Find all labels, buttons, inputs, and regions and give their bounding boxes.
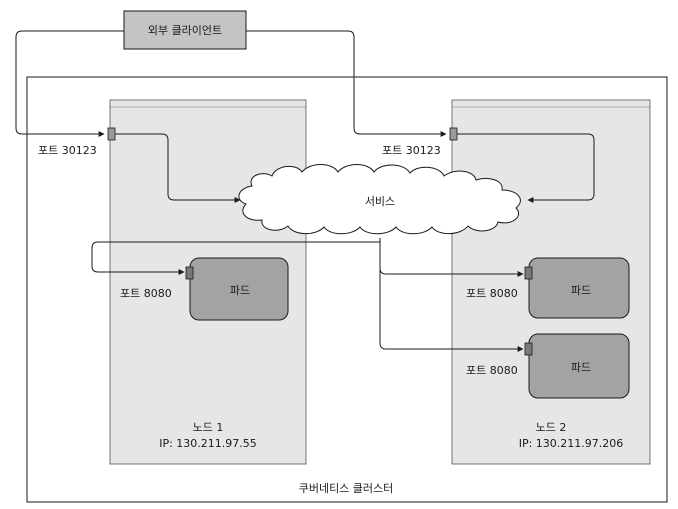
node-2-pod-b-port	[524, 342, 533, 356]
node-2-port-label: 포트 30123	[382, 144, 441, 157]
node-1-pod: 파드 포트 8080	[120, 257, 289, 321]
service-to-node1-pod-arrow	[91, 238, 381, 275]
node-2-pod-a-port	[524, 266, 533, 280]
node-2-name: 노드 2	[536, 421, 567, 434]
node-1-port	[107, 127, 116, 141]
node-1-pod-port-label: 포트 8080	[120, 287, 172, 300]
node-2-pod-a: 파드 포트 8080	[466, 257, 630, 319]
node2-port-to-service-arrow	[457, 133, 595, 203]
service-label: 서비스	[365, 195, 395, 208]
node-1-pod-label: 파드	[230, 284, 250, 297]
node-1-port-label: 포트 30123	[38, 144, 97, 157]
service-to-node2-pod-b-arrow	[379, 270, 524, 352]
node1-port-to-service-arrow	[115, 133, 241, 203]
service-to-node2-pod-a-arrow	[379, 238, 524, 277]
service-cloud: 서비스	[238, 164, 521, 235]
external-client-label: 외부 클라이언트	[148, 24, 222, 37]
external-client: 외부 클라이언트	[123, 10, 247, 50]
node-1-ip: IP: 130.211.97.55	[159, 437, 257, 450]
node-1-name: 노드 1	[193, 421, 224, 434]
node-2-pod-a-label: 파드	[571, 284, 591, 297]
cluster-label: 쿠버네티스 클러스터	[299, 482, 394, 495]
node-1-pod-port	[185, 266, 194, 280]
client-to-node1-arrow	[15, 30, 124, 137]
node-2-pod-b-label: 파드	[571, 361, 591, 374]
node-2-pod-b-port-label: 포트 8080	[466, 364, 518, 377]
node-2-pod-b: 파드 포트 8080	[466, 333, 630, 399]
node-2-pod-a-port-label: 포트 8080	[466, 287, 518, 300]
node-2-port	[449, 127, 458, 141]
node-2-ip: IP: 130.211.97.206	[519, 437, 624, 450]
client-to-node2-arrow	[246, 30, 447, 137]
